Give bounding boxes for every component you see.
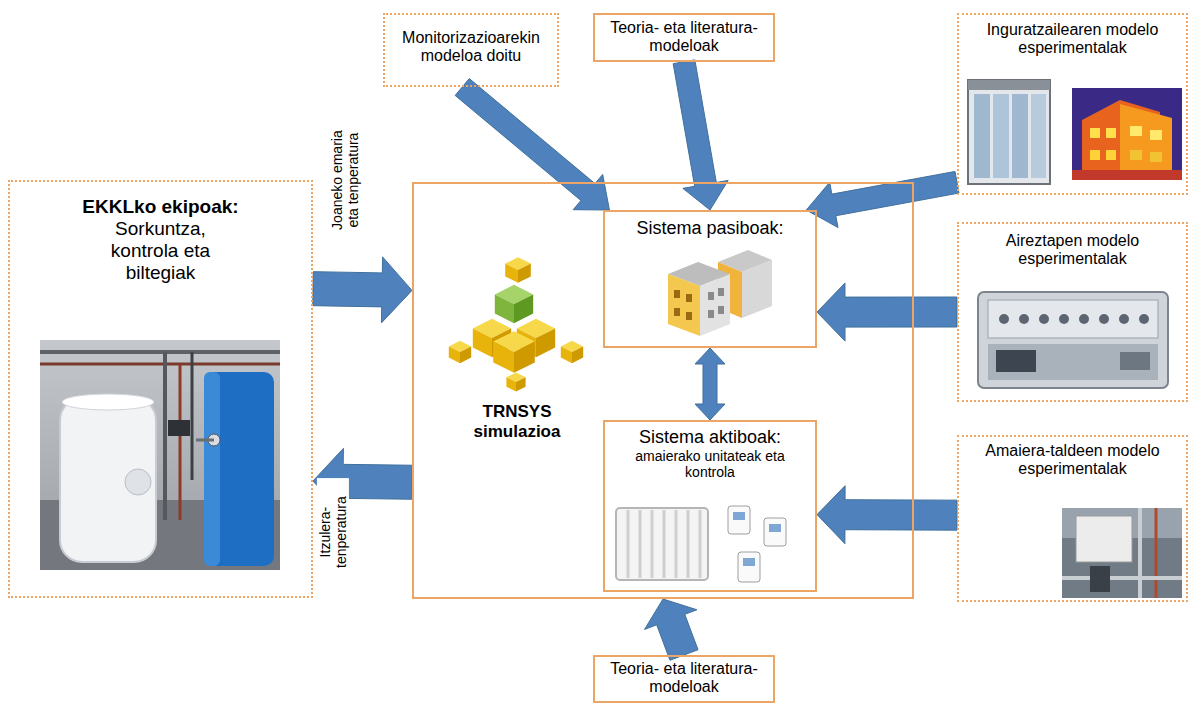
text-group: Teoria- eta literatura-modeloak <box>598 19 770 56</box>
node-subtitle: amaierako unitateak eta kontrola <box>610 448 810 480</box>
model-box: Aireztapen modelo esperimentalak <box>957 222 1188 402</box>
measurement-device <box>978 292 1168 388</box>
system-box: Sistema pasiboak: <box>603 210 817 348</box>
text-group: Monitorizazioarekin modeloa doitu <box>389 29 553 66</box>
simulation-box: TRNSYS simulazioa Sistema pasiboak: Sistem… <box>412 182 914 599</box>
block-arrow <box>817 283 957 341</box>
equipment-box: EKKLko ekipoak:Sorkuntza, kontrola eta b… <box>8 180 313 598</box>
system-box: Sistema aktiboak:amaierako unitateak eta… <box>603 420 817 592</box>
input-box: Teoria- eta literatura-modeloak <box>593 655 775 703</box>
boiler-room-photo <box>40 340 280 570</box>
node-subtitle: Sorkuntza, kontrola eta biltegiak <box>86 218 236 284</box>
model-box: Amaiera-taldeen modelo esperimentalak <box>957 435 1188 602</box>
terminal-unit-photo <box>1062 508 1182 598</box>
block-arrow <box>645 599 699 660</box>
block-arrow <box>673 60 728 210</box>
input-box: Teoria- eta literatura-modeloak <box>593 13 775 62</box>
text-group: Sistema pasiboak: <box>610 218 810 239</box>
text-group: EKKLko ekipoak:Sorkuntza, kontrola eta b… <box>60 196 261 283</box>
text-group: TRNSYS simulazioa <box>452 402 582 441</box>
node-title: Teoria- eta literatura-modeloak <box>598 660 770 697</box>
block-arrow <box>817 486 957 544</box>
block-arrow <box>806 171 959 227</box>
model-box: Inguratzailearen modelo esperimentalak <box>957 13 1188 195</box>
node-title: Sistema pasiboak: <box>610 218 810 239</box>
block-arrow <box>695 348 725 420</box>
text-group: Sistema aktiboak:amaierako unitateak eta… <box>610 427 810 480</box>
node-title: Sistema aktiboak: <box>610 427 810 448</box>
building-icon <box>668 250 772 336</box>
flow-label: Joaneko emaria eta tenperatura <box>329 126 361 234</box>
thermal-image <box>1072 88 1182 180</box>
facade-photo <box>968 80 1050 184</box>
node-title: Monitorizazioarekin modeloa doitu <box>389 29 553 66</box>
trnsys-logo <box>449 257 583 391</box>
text-group: Inguratzailearen modelo esperimentalak <box>965 21 1180 58</box>
text-group: Amaiera-taldeen modelo esperimentalak <box>965 442 1180 479</box>
node-title: Aireztapen modelo esperimentalak <box>965 232 1180 269</box>
flow-label: Itzulera-tenperatura <box>317 478 349 586</box>
block-arrow <box>455 79 609 210</box>
text-group: Teoria- eta literatura-modeloak <box>598 660 770 697</box>
node-title: Amaiera-taldeen modelo esperimentalak <box>965 442 1180 479</box>
radiator-icon <box>616 506 786 582</box>
node-title: TRNSYS simulazioa <box>452 402 582 441</box>
block-arrow <box>313 257 412 323</box>
node-title: Inguratzailearen modelo esperimentalak <box>965 21 1180 58</box>
node-title: Teoria- eta literatura-modeloak <box>598 19 770 56</box>
text-group: Aireztapen modelo esperimentalak <box>965 232 1180 269</box>
input-box: Monitorizazioarekin modeloa doitu <box>383 13 559 87</box>
node-title: EKKLko ekipoak: <box>60 196 261 218</box>
